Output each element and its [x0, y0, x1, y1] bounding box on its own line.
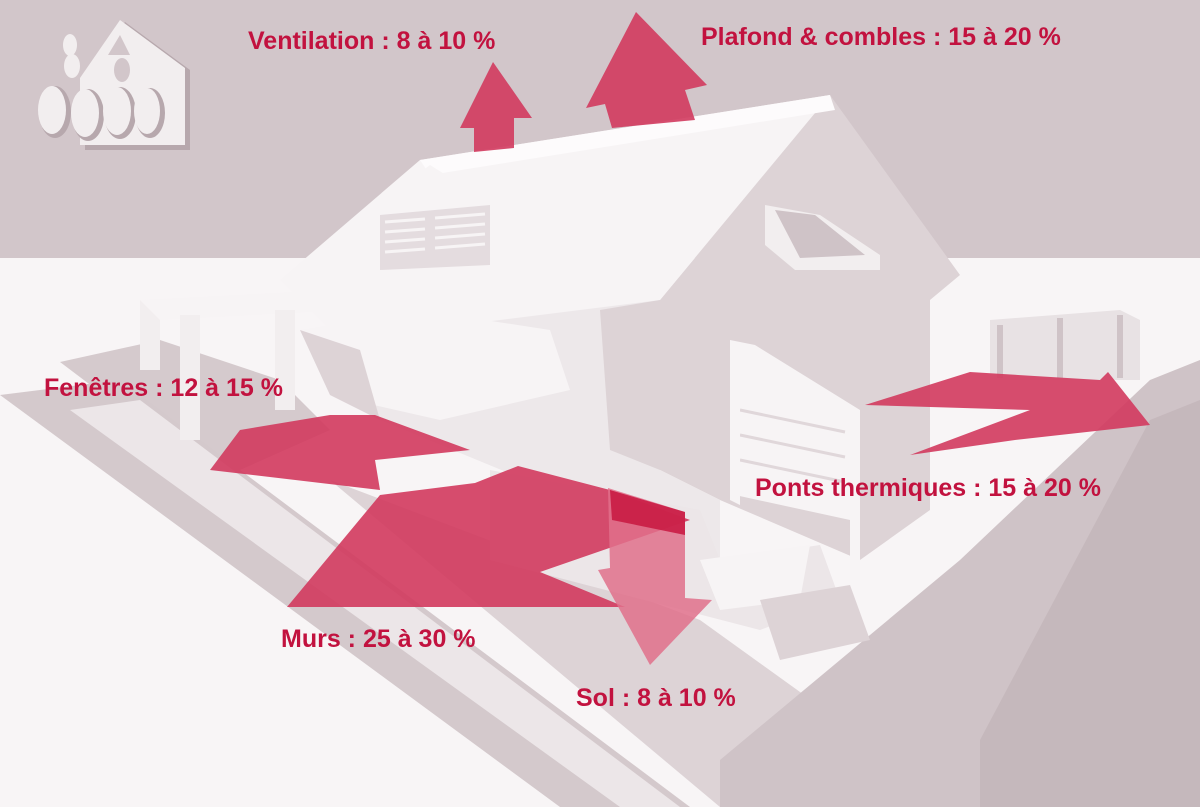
dormer-shutters	[384, 212, 486, 254]
ponts-arrow	[865, 372, 1150, 455]
ventilation-arrow	[460, 62, 532, 152]
pergola-roof	[140, 290, 350, 320]
pergola-post	[180, 315, 200, 440]
plafond-combles-label: Plafond & combles : 15 à 20 %	[701, 23, 1061, 51]
gable-window-awning	[775, 210, 865, 258]
step-shadow	[760, 585, 870, 660]
sol-arrow-overlap	[610, 490, 685, 535]
murs-arrow	[287, 466, 690, 607]
murs-label: Murs : 25 à 30 %	[281, 625, 476, 653]
garage-door	[735, 385, 850, 520]
right-fence	[990, 310, 1140, 380]
plafond-arrow	[586, 12, 707, 128]
garage-door-lines	[739, 408, 846, 484]
porch-shadow	[300, 330, 380, 420]
ventilation-label: Ventilation : 8 à 10 %	[248, 27, 496, 55]
sol-label: Sol : 8 à 10 %	[576, 684, 736, 712]
roof-ridge	[420, 95, 835, 175]
fenetres-arrow	[210, 415, 470, 490]
ponts-thermiques-label: Ponts thermiques : 15 à 20 %	[755, 474, 1101, 502]
pergola-post	[275, 310, 295, 410]
pergola-post	[140, 300, 160, 370]
fenetres-label: Fenêtres : 12 à 15 %	[44, 374, 284, 402]
garage-frame	[730, 340, 860, 580]
heat-loss-arrows	[210, 12, 1150, 665]
front-step	[700, 545, 810, 610]
right-wall-face	[980, 400, 1200, 807]
facade-shade	[600, 300, 660, 470]
main-roof	[280, 95, 830, 340]
house-water-drops-icon	[38, 20, 190, 150]
